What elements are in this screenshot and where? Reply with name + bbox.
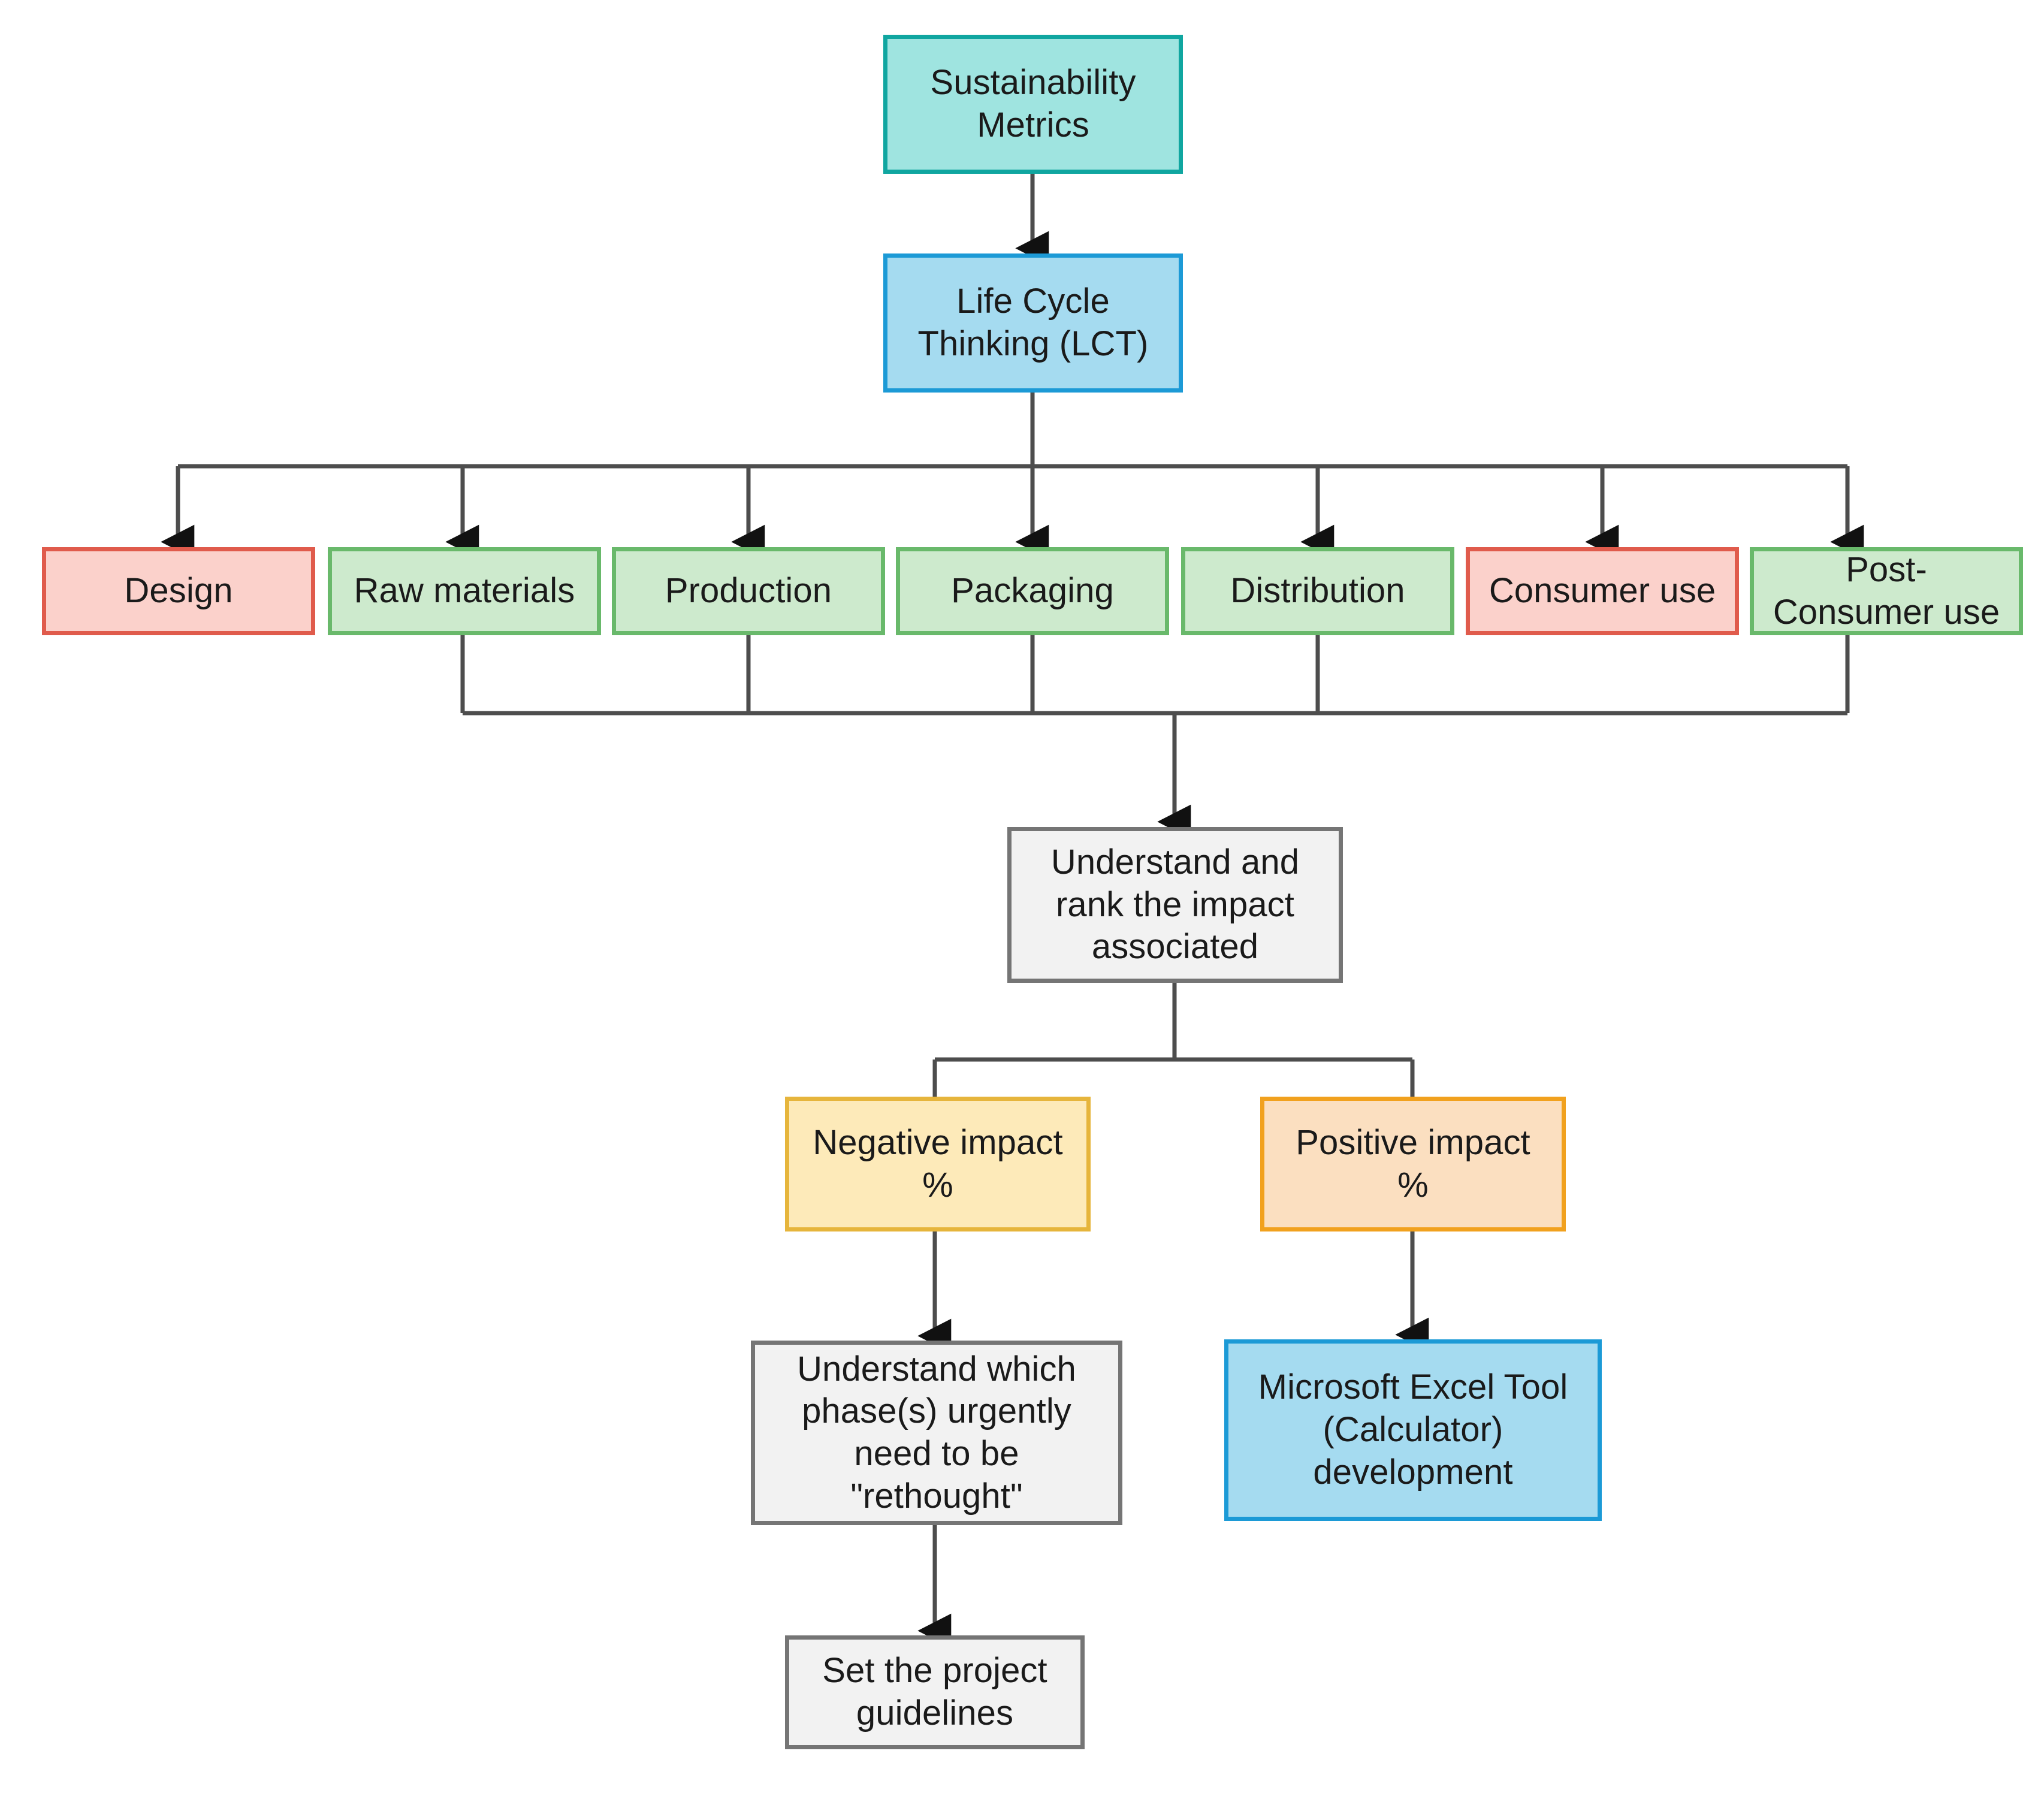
node-phase-packaging[interactable]: Packaging [896,547,1169,635]
node-sustainability-metrics[interactable]: Sustainability Metrics [883,35,1183,174]
node-phase-packaging-label: Packaging [951,571,1114,611]
node-life-cycle-thinking[interactable]: Life Cycle Thinking (LCT) [883,253,1183,393]
node-phase-consumer-use[interactable]: Consumer use [1466,547,1739,635]
node-excel-tool-label: Microsoft Excel Tool (Calculator) develo… [1258,1368,1568,1492]
node-positive-impact[interactable]: Positive impact % [1260,1097,1566,1231]
node-phase-consumer-use-label: Consumer use [1489,571,1716,611]
node-phase-distribution[interactable]: Distribution [1181,547,1454,635]
node-negative-impact[interactable]: Negative impact % [785,1097,1091,1231]
node-phase-design-label: Design [124,571,233,611]
node-phase-raw-materials[interactable]: Raw materials [328,547,601,635]
node-rethought-phases-label: Understand which phase(s) urgently need … [797,1349,1076,1516]
node-project-guidelines-label: Set the project guidelines [822,1651,1047,1732]
node-understand-rank-impact-label: Understand and rank the impact associate… [1050,842,1300,967]
node-life-cycle-thinking-label: Life Cycle Thinking (LCT) [917,282,1149,363]
node-rethought-phases[interactable]: Understand which phase(s) urgently need … [751,1341,1122,1525]
node-phase-raw-materials-label: Raw materials [354,571,575,611]
node-project-guidelines[interactable]: Set the project guidelines [785,1635,1085,1749]
node-negative-impact-label: Negative impact % [813,1122,1063,1205]
node-phase-production[interactable]: Production [612,547,885,635]
node-excel-tool[interactable]: Microsoft Excel Tool (Calculator) develo… [1224,1339,1602,1521]
node-phase-design[interactable]: Design [42,547,315,635]
node-phase-post-consumer-use[interactable]: Post- Consumer use [1750,547,2023,635]
node-understand-rank-impact[interactable]: Understand and rank the impact associate… [1007,827,1343,983]
node-sustainability-metrics-label: Sustainability Metrics [930,63,1136,144]
node-phase-production-label: Production [665,571,832,611]
node-phase-distribution-label: Distribution [1230,571,1405,611]
node-phase-post-consumer-use-label: Post- Consumer use [1773,550,2000,632]
node-positive-impact-label: Positive impact % [1296,1122,1530,1205]
